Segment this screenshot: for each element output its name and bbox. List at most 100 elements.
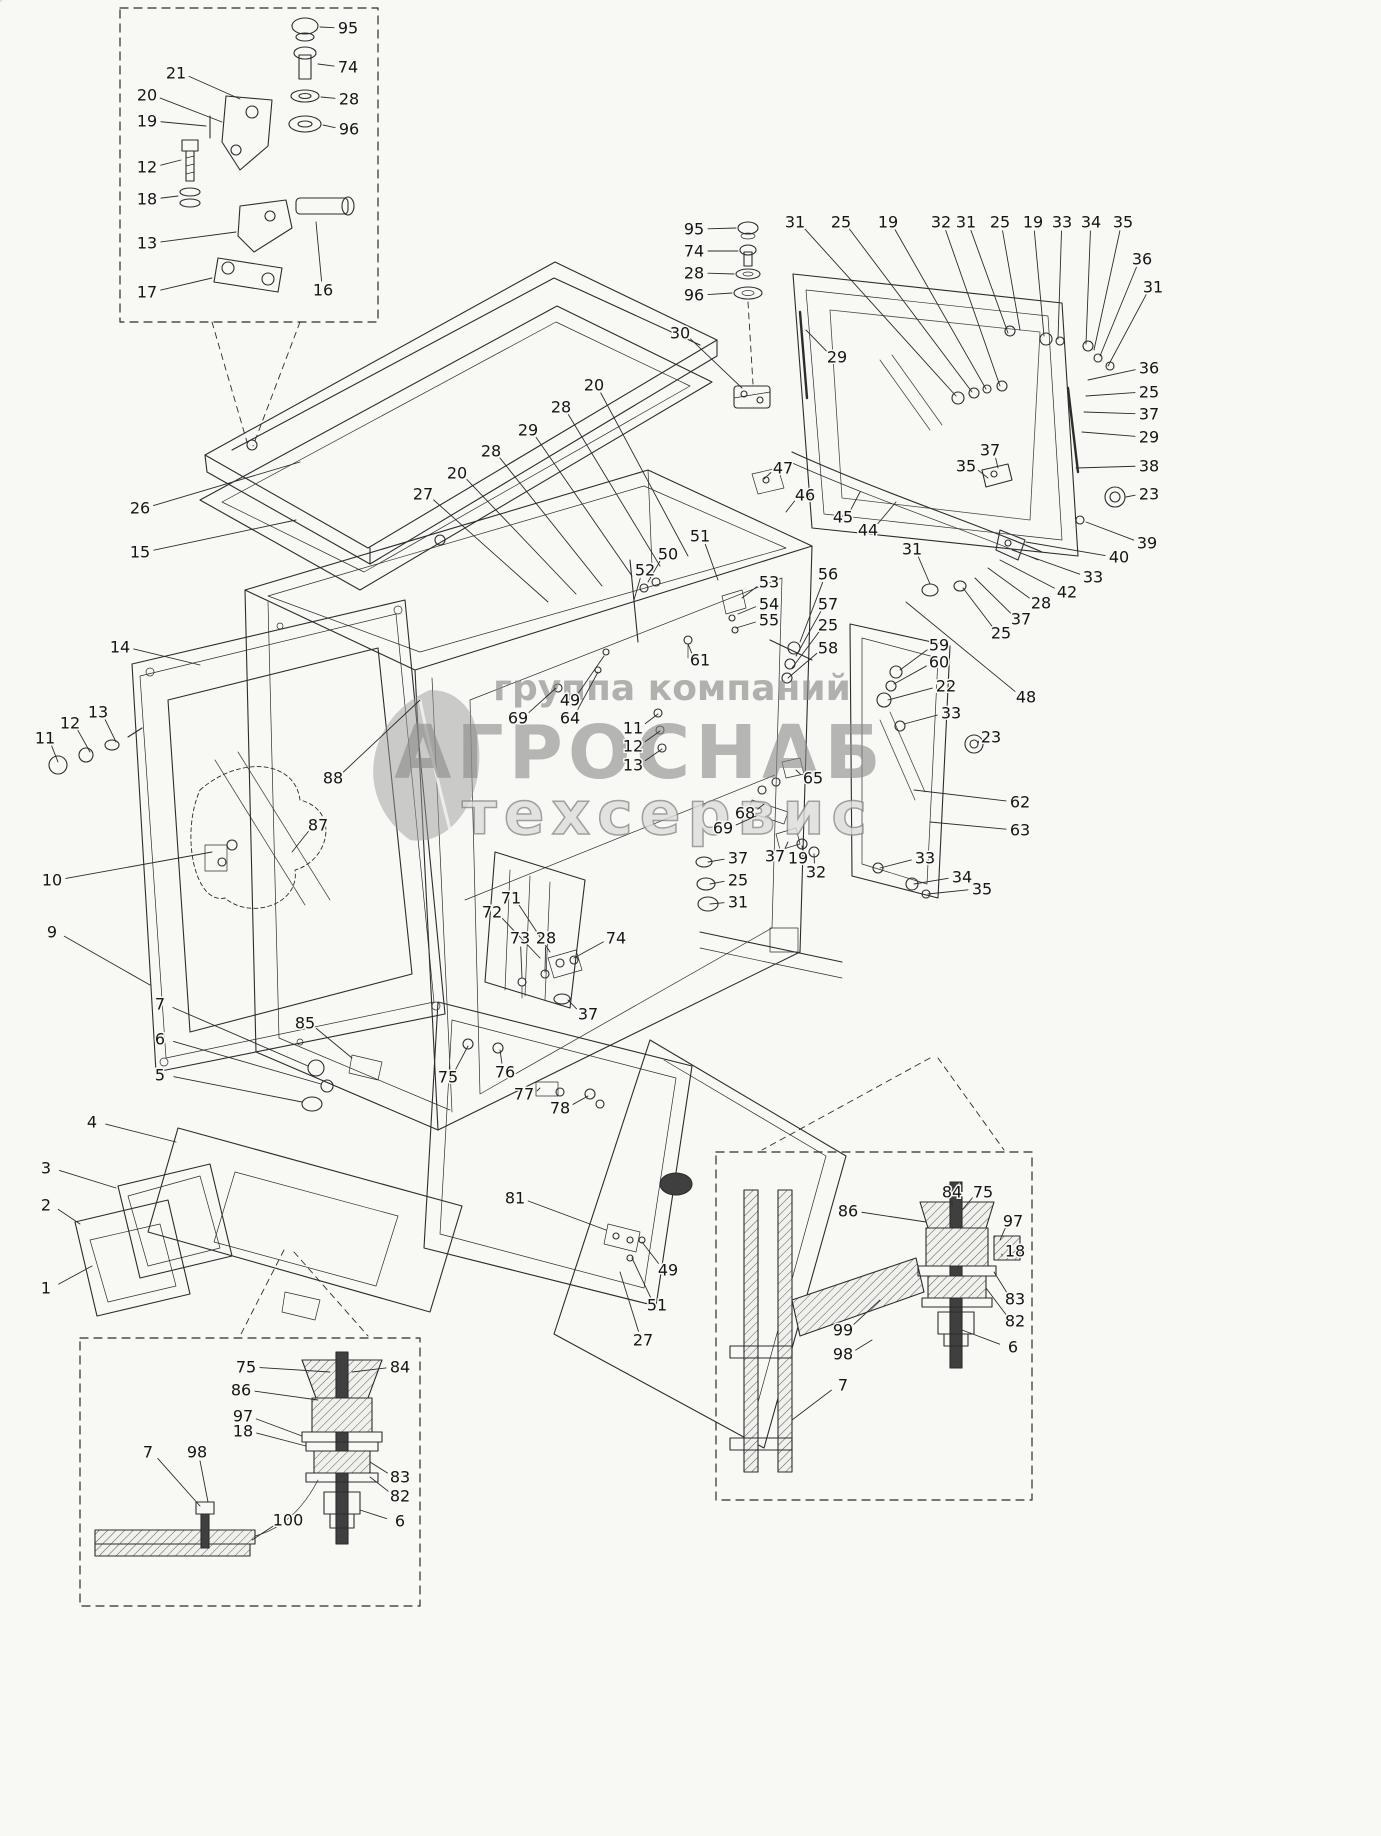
part-number-label: 16 xyxy=(313,281,333,300)
part-number-label: 25 xyxy=(1139,383,1159,402)
part-number-label: 31 xyxy=(728,893,748,912)
leader-line xyxy=(993,1271,1007,1293)
leader-line xyxy=(1085,392,1136,397)
part-number-label: 59 xyxy=(929,636,949,655)
part-number-label: 31 xyxy=(902,540,922,559)
leader-line xyxy=(644,730,661,743)
leaf-logo xyxy=(373,690,480,841)
lever-part xyxy=(213,257,283,293)
part-number-label: 31 xyxy=(785,213,805,232)
leader-line xyxy=(319,26,335,29)
leader-line xyxy=(199,1460,209,1503)
watermark-line-3: техсервис xyxy=(462,779,874,849)
leader-line xyxy=(795,611,822,657)
part-number-label: 84 xyxy=(390,1358,410,1377)
part-number-label: 19 xyxy=(1023,213,1043,232)
leader-line xyxy=(970,229,1009,334)
part-number-label: 25 xyxy=(728,871,748,890)
part-number-label: 34 xyxy=(952,868,972,887)
grommet-part xyxy=(288,115,322,133)
part-number-label: 81 xyxy=(505,1189,525,1208)
leader-line xyxy=(644,748,663,762)
leader-line xyxy=(995,457,999,469)
handle-bracket xyxy=(204,844,228,872)
bolt-part xyxy=(964,734,984,754)
part-number-label: 12 xyxy=(623,737,643,756)
part-number-label: 68 xyxy=(735,804,755,823)
latch-plate xyxy=(603,1223,641,1253)
part-number-label: 11 xyxy=(35,729,55,748)
leader-line xyxy=(369,1476,389,1492)
leader-line xyxy=(1081,431,1136,437)
part-number-label: 98 xyxy=(187,1443,207,1462)
leader-line xyxy=(315,1027,353,1059)
leader-line xyxy=(567,414,661,567)
part-number-label: 83 xyxy=(1005,1290,1025,1309)
inset-border xyxy=(119,7,379,323)
part-number-label: 28 xyxy=(1031,594,1051,613)
part-number-label: 4 xyxy=(87,1113,97,1132)
panel-2 xyxy=(74,1199,191,1317)
part-number-label: 74 xyxy=(338,58,358,77)
roof-outline xyxy=(204,261,718,549)
part-number-label: 100 xyxy=(273,1511,304,1530)
part-number-label: 6 xyxy=(155,1030,165,1049)
roof-seal-frame xyxy=(199,305,713,591)
leader-line xyxy=(805,329,827,352)
part-number-label: 7 xyxy=(155,995,165,1014)
duct-panel xyxy=(484,851,586,1009)
leader-line xyxy=(536,1087,541,1092)
leader-line xyxy=(849,228,973,393)
leader-line xyxy=(690,338,743,389)
part-number-label: 14 xyxy=(110,638,130,657)
leader-line xyxy=(647,560,661,583)
hinge-bracket xyxy=(775,827,801,851)
part-number-label: 5 xyxy=(155,1066,165,1085)
leader-line xyxy=(877,501,897,525)
leader-line xyxy=(351,1367,387,1373)
leader-line xyxy=(641,1241,659,1264)
part-number-label: 32 xyxy=(931,213,951,232)
bolt-part xyxy=(1104,486,1126,508)
rubber-cushion xyxy=(925,1227,989,1267)
hinge-bracket xyxy=(221,95,273,171)
leader-line xyxy=(709,902,725,905)
connector-lines xyxy=(211,301,1005,1337)
part-number-label: 71 xyxy=(501,889,521,908)
side-glass-frame xyxy=(849,623,951,899)
part-number-label: 2 xyxy=(41,1196,51,1215)
part-number-label: 82 xyxy=(1005,1312,1025,1331)
leader-line xyxy=(1093,230,1121,351)
part-number-label: 37 xyxy=(1139,405,1159,424)
leader-line xyxy=(985,1287,1007,1315)
leader-line xyxy=(687,643,693,654)
leader-line xyxy=(763,472,772,480)
leader-line xyxy=(631,1257,651,1298)
leader-line xyxy=(707,227,737,230)
part-number-label: 75 xyxy=(236,1358,256,1377)
leader-line xyxy=(707,272,735,275)
part-number-label: 37 xyxy=(578,1005,598,1024)
small-panels xyxy=(74,1163,233,1317)
leader-line xyxy=(861,1211,927,1223)
seal-strip xyxy=(791,451,1043,553)
part-number-label: 96 xyxy=(339,120,359,139)
leader-line xyxy=(528,687,557,713)
leader-line xyxy=(535,436,633,577)
part-number-label: 28 xyxy=(551,398,571,417)
leader-line xyxy=(709,880,725,885)
floor-pan xyxy=(423,1001,693,1307)
leader-line xyxy=(853,1299,881,1325)
bottom-left-inset xyxy=(79,1337,421,1607)
part-number-label: 52 xyxy=(635,561,655,580)
part-number-label: 13 xyxy=(88,703,108,722)
part-number-label: 37 xyxy=(728,849,748,868)
part-number-label: 58 xyxy=(818,639,838,658)
leader-line xyxy=(619,1271,639,1332)
part-number-label: 17 xyxy=(137,283,157,302)
leader-line xyxy=(962,587,993,627)
leader-line xyxy=(977,469,989,479)
leader-line xyxy=(317,63,335,67)
part-number-label: 6 xyxy=(395,1512,405,1531)
